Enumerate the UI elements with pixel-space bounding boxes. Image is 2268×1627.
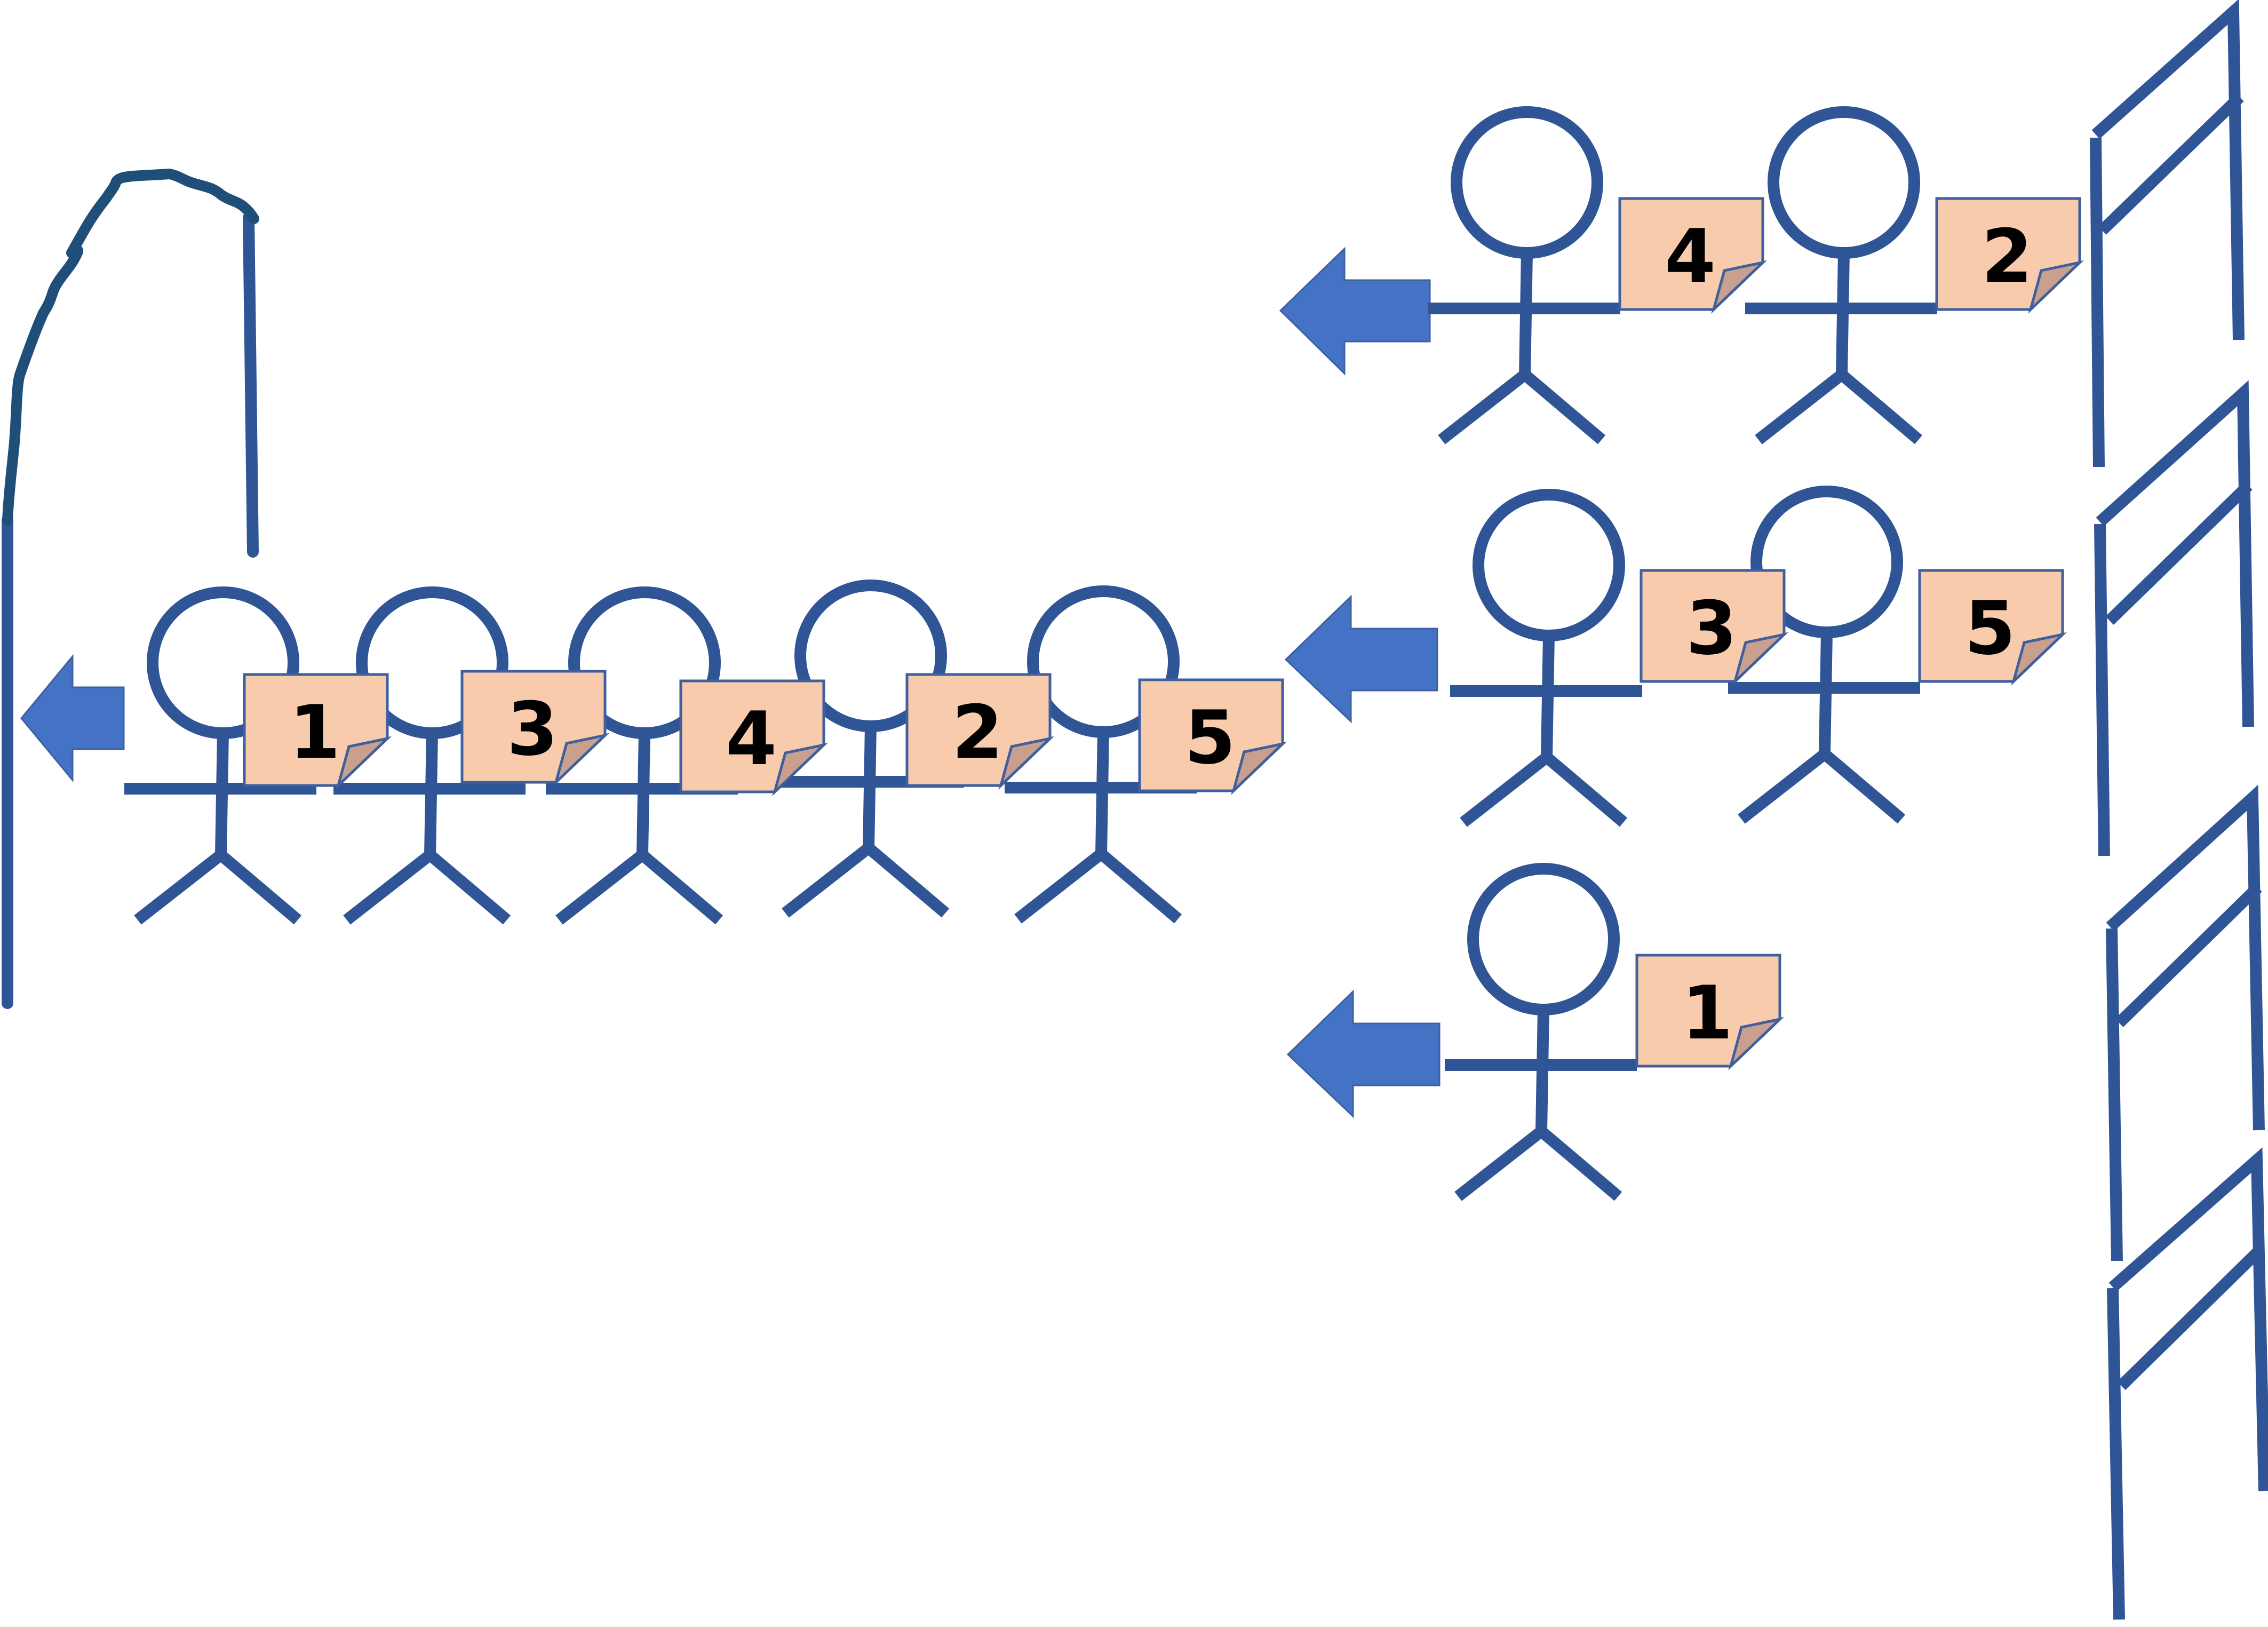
card-fold xyxy=(1711,260,1768,314)
numbered-card-icon: 1 xyxy=(1635,954,1785,1071)
card-number: 4 xyxy=(726,696,777,782)
figure-legs xyxy=(1438,367,1606,445)
figure-legs xyxy=(1460,749,1628,827)
figure-head xyxy=(1768,106,1920,259)
people-layer xyxy=(124,106,1937,1201)
card-number: 1 xyxy=(1682,970,1733,1056)
numbered-card-icon: 3 xyxy=(460,670,610,787)
gate-icon xyxy=(2094,380,2254,856)
figure-legs xyxy=(1738,746,1906,824)
arrow-left-icon xyxy=(1286,989,1441,1118)
figure-legs xyxy=(1014,846,1182,924)
arrow-left-icon xyxy=(20,654,125,783)
stick-figure-icon xyxy=(1428,106,1620,445)
card-number: 1 xyxy=(289,689,340,775)
gate-bottom xyxy=(2107,1147,2268,1620)
numbered-card-icon: 2 xyxy=(1935,197,2084,314)
gate-icon xyxy=(2107,1147,2268,1620)
rope-icon xyxy=(2,169,259,526)
card-fold xyxy=(336,736,392,790)
stick-figure-icon xyxy=(1728,486,1920,824)
stick-figure-icon xyxy=(1445,863,1637,1201)
gate-lower xyxy=(2106,784,2265,1261)
figure-legs xyxy=(1755,367,1923,445)
stick-figure-icon xyxy=(1745,106,1937,445)
figure-legs xyxy=(343,847,511,925)
gate-middle xyxy=(2094,380,2254,856)
numbered-card-icon: 2 xyxy=(905,673,1055,790)
card-fold xyxy=(2011,632,2067,686)
numbered-card-icon: 5 xyxy=(1138,678,1287,796)
card-fold xyxy=(2028,260,2084,314)
figure-legs xyxy=(782,840,950,918)
figure-head xyxy=(1473,489,1625,641)
figure-head xyxy=(1467,863,1620,1015)
numbered-card-icon: 4 xyxy=(679,679,829,797)
cards-layer: 4 2 3 5 1 1 3 4 2 5 xyxy=(243,197,2084,1071)
numbered-card-icon: 3 xyxy=(1640,569,1789,686)
card-fold xyxy=(553,733,610,787)
figure-head xyxy=(1451,106,1603,259)
gate-icon xyxy=(2106,784,2265,1261)
card-fold xyxy=(1732,632,1789,686)
figure-legs xyxy=(134,847,302,925)
barrier-right-post xyxy=(243,212,259,558)
card-number: 5 xyxy=(1184,695,1236,781)
arrow-left-icon xyxy=(1284,594,1438,724)
card-number: 4 xyxy=(1665,213,1716,299)
arrow-left-icon xyxy=(1279,247,1431,376)
numbered-card-icon: 5 xyxy=(1918,569,2067,686)
stick-figure-icon xyxy=(1450,489,1642,827)
card-number: 2 xyxy=(952,689,1003,775)
figure-legs xyxy=(555,847,723,925)
card-number: 2 xyxy=(1981,213,2033,299)
figure-legs xyxy=(1454,1123,1622,1201)
card-fold xyxy=(1728,1017,1785,1071)
card-number: 3 xyxy=(507,686,558,772)
gate-top xyxy=(2090,0,2245,467)
gate-icon xyxy=(2090,0,2245,467)
card-number: 3 xyxy=(1686,585,1737,671)
card-fold xyxy=(772,742,829,797)
card-fold xyxy=(998,736,1055,790)
card-fold xyxy=(1231,741,1287,796)
numbered-card-icon: 1 xyxy=(243,673,392,790)
finish-barrier xyxy=(2,169,259,1009)
numbered-card-icon: 4 xyxy=(1618,197,1768,314)
card-number: 5 xyxy=(1964,585,2016,671)
